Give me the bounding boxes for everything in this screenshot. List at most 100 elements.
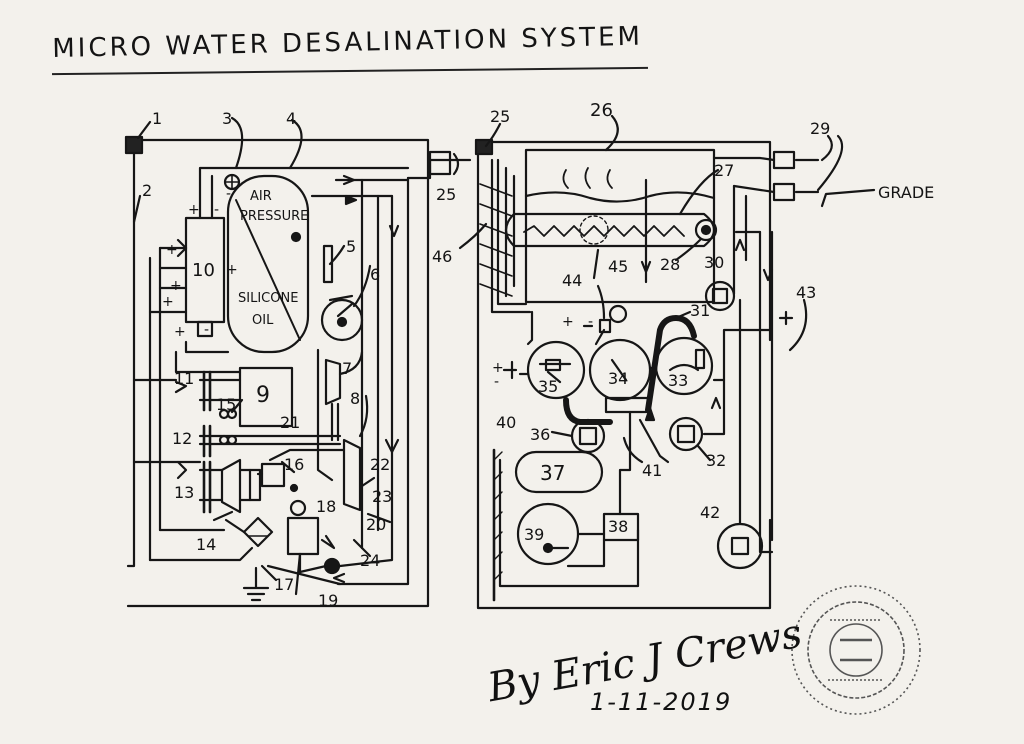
ref-13: 13 — [174, 483, 194, 502]
ref-34: 34 — [608, 369, 628, 388]
pump-30 — [704, 280, 736, 312]
ref-31: 31 — [690, 301, 710, 320]
ref-9: 9 — [256, 383, 270, 408]
svg-text:-: - — [588, 314, 593, 330]
manifold — [604, 396, 650, 414]
generator-9 — [238, 366, 294, 428]
ref-39: 39 — [524, 525, 544, 544]
thick-pipe-31 — [645, 315, 697, 413]
ref-23: 23 — [372, 487, 392, 506]
label-grade: GRADE — [878, 183, 934, 202]
ref-44: 44 — [562, 271, 582, 290]
svg-text:+: + — [188, 202, 200, 218]
piston-7 — [324, 358, 342, 406]
ref-20: 20 — [366, 515, 386, 534]
ref-21: 21 — [280, 413, 300, 432]
valve-5 — [322, 244, 334, 284]
svg-text:-: - — [226, 186, 231, 202]
ref-16: 16 — [284, 455, 304, 474]
rectifier — [242, 516, 274, 548]
part-18 — [289, 499, 307, 517]
heater-pump — [694, 218, 718, 242]
ref-2: 2 — [142, 181, 152, 200]
pipe-loop-outer — [336, 176, 410, 586]
ref-17: 17 — [274, 575, 294, 594]
tank-35 — [526, 340, 586, 400]
ref-41: 41 — [642, 461, 662, 480]
ref-18: 18 — [316, 497, 336, 516]
tank-37 — [514, 450, 604, 494]
left-panel-frame — [126, 138, 430, 608]
svg-text:+: + — [562, 314, 574, 330]
piston-22 — [342, 438, 362, 512]
ref-29: 29 — [810, 119, 830, 138]
ref-42: 42 — [700, 503, 720, 522]
pressure-tank — [226, 174, 310, 354]
ref-26: 26 — [590, 100, 613, 121]
ref-25-top: 25 — [490, 107, 510, 126]
ref-8: 8 — [350, 389, 360, 408]
ref-25-mid: 25 — [436, 185, 456, 204]
valve-29a — [772, 150, 796, 170]
ref-24: 24 — [360, 551, 380, 570]
svg-text:-: - — [166, 260, 171, 276]
tank-34 — [588, 338, 652, 402]
svg-text:+: + — [174, 324, 186, 340]
ground-wire — [126, 151, 136, 568]
ref-19: 19 — [318, 591, 338, 610]
ref-3: 3 — [222, 109, 232, 128]
svg-text:+: + — [226, 262, 238, 278]
pump-32 — [668, 416, 704, 452]
ref-35: 35 — [538, 377, 558, 396]
gauge-3 — [223, 173, 241, 191]
ref-30: 30 — [704, 253, 724, 272]
ref-22: 22 — [370, 455, 390, 474]
ref-6: 6 — [370, 265, 380, 284]
ref-36: 36 — [530, 425, 550, 444]
shaft-11 — [198, 378, 242, 402]
label-silicone: SILICONE — [238, 291, 298, 306]
sand-block — [124, 135, 144, 155]
drain-pipe — [758, 230, 774, 554]
pump-42 — [716, 522, 764, 570]
svg-text:+: + — [166, 242, 178, 258]
svg-text:-: - — [214, 202, 219, 218]
label-oil: OIL — [252, 313, 274, 328]
ref-4: 4 — [286, 109, 296, 128]
tank-divider — [235, 199, 301, 341]
svg-text:+: + — [170, 278, 182, 294]
ref-1: 1 — [152, 109, 162, 128]
part-16 — [260, 462, 286, 488]
pipe-loop-inner — [338, 194, 394, 568]
ref-45: 45 — [608, 257, 628, 276]
heater-coil — [523, 225, 685, 237]
label-pressure: PRESSURE — [240, 209, 308, 224]
ground-symbol — [242, 566, 270, 602]
part-19-box — [286, 516, 320, 556]
ref-40: 40 — [496, 413, 516, 432]
ref-43: 43 — [796, 283, 816, 302]
ref-38: 38 — [608, 517, 628, 536]
ref-46: 46 — [432, 247, 452, 266]
ref-7: 7 — [342, 359, 352, 378]
ref-5: 5 — [346, 237, 356, 256]
ref-32: 32 — [706, 451, 726, 470]
svg-text:-: - — [494, 374, 499, 390]
ref-27: 27 — [714, 161, 734, 180]
ref-37: 37 — [540, 461, 565, 485]
inlet-pipe-25 — [406, 158, 472, 180]
ref-15: 15 — [216, 395, 236, 414]
battery-10-terminal — [196, 320, 214, 338]
ref-28: 28 — [660, 255, 680, 274]
ref-10: 10 — [192, 260, 215, 281]
label-air: AIR — [250, 189, 272, 204]
ref-33: 33 — [668, 371, 688, 390]
notary-seal-stamp — [791, 585, 921, 715]
svg-text:+: + — [492, 360, 504, 376]
svg-text:+: + — [162, 294, 174, 310]
gearbox-14 — [220, 458, 242, 514]
ref-11: 11 — [174, 369, 194, 388]
signature-date: 1-11-2019 — [590, 688, 733, 716]
svg-text:-: - — [204, 322, 209, 338]
